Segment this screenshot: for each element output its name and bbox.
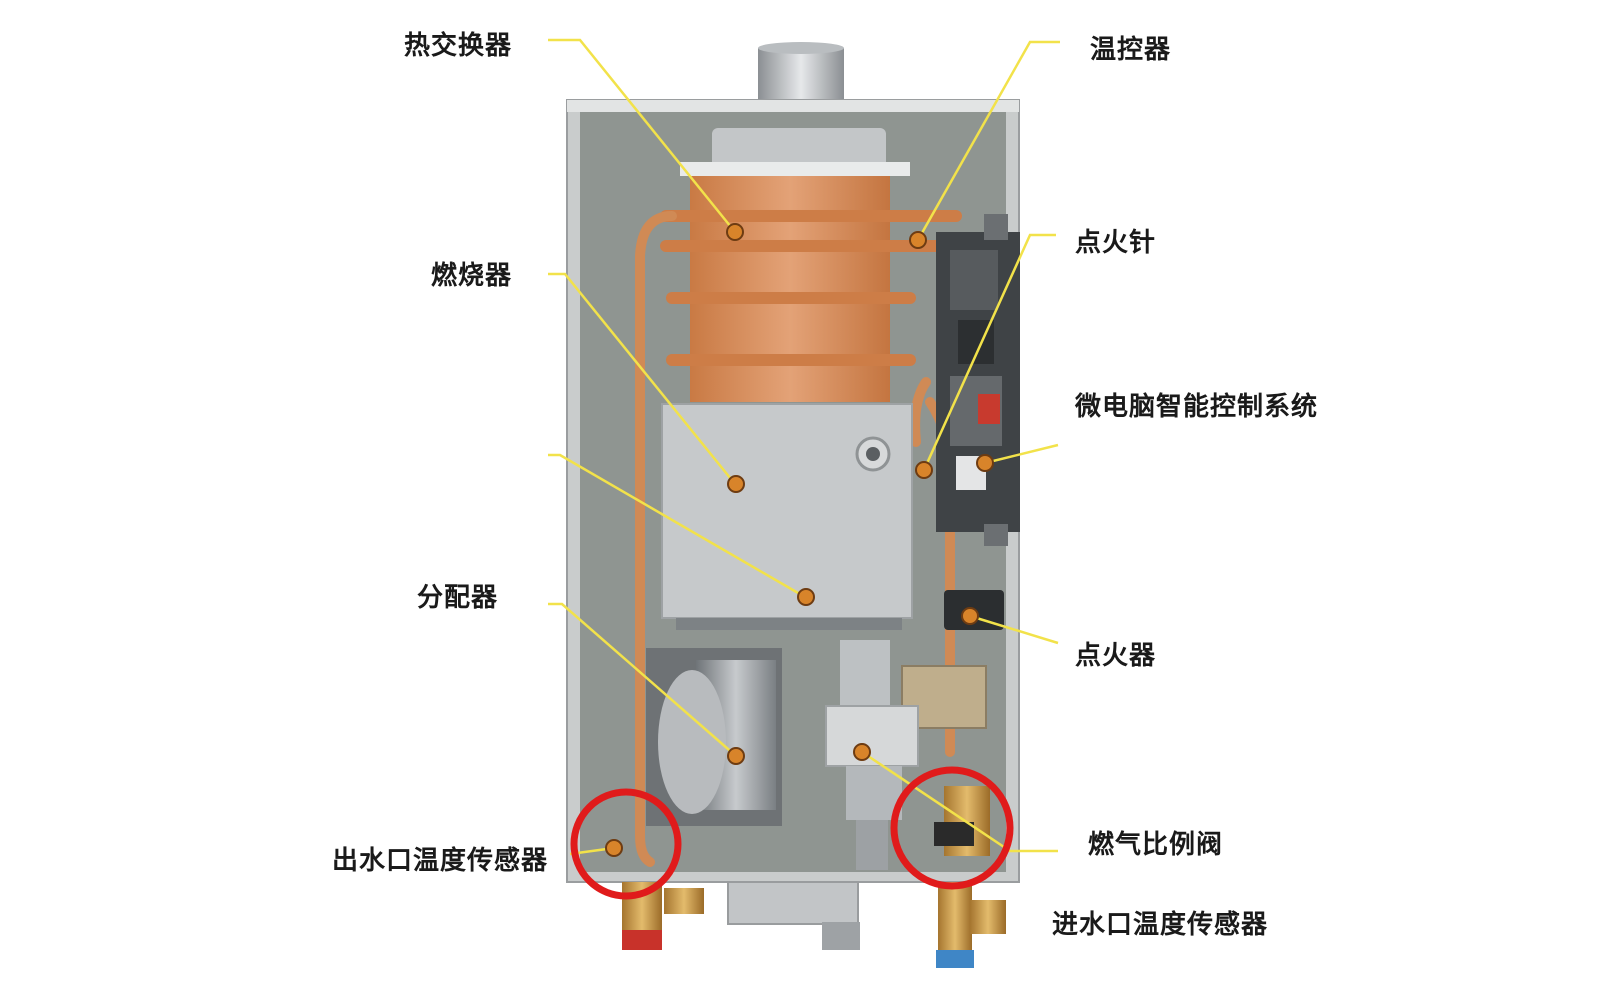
highlight-outlet-sensor <box>570 788 682 900</box>
dot-ignition-needle <box>915 461 933 479</box>
burner-box <box>661 403 913 630</box>
leader-burner <box>548 272 736 485</box>
label-distributor: 分配器 <box>416 583 498 613</box>
label-ignition-needle: 点火针 <box>1075 228 1157 258</box>
leader-distributor <box>548 453 806 599</box>
dot-outlet-sensor <box>605 839 623 857</box>
bottom-bracket <box>727 881 860 950</box>
label-outlet-sensor: 出水口温度传感器 <box>331 846 548 876</box>
gas-valve-assembly <box>825 640 919 870</box>
flue-pipe <box>758 42 844 108</box>
leader-heat-exchanger <box>548 38 736 233</box>
marker-dots <box>605 223 994 857</box>
dot-heat-exchanger <box>726 223 744 241</box>
label-micro-control: 微电脑智能控制系统 <box>1075 392 1319 422</box>
leader-igniter <box>969 614 1059 645</box>
label-inlet-sensor: 进水口温度传感器 <box>1052 910 1269 940</box>
highlight-inlet-sensor <box>890 766 1014 890</box>
leader-distributor-2 <box>548 602 737 757</box>
dot-fan <box>727 747 745 765</box>
label-burner: 燃烧器 <box>430 261 512 291</box>
control-board <box>936 214 1020 546</box>
heat-exchanger <box>660 128 962 402</box>
label-heat-exchanger: 热交换器 <box>403 31 512 61</box>
dot-igniter <box>961 607 979 625</box>
dot-distributor <box>797 588 815 606</box>
label-gas-valve: 燃气比例阀 <box>1088 830 1224 860</box>
leader-ignition-needle <box>922 233 1056 471</box>
dot-thermostat <box>909 231 927 249</box>
label-igniter: 点火器 <box>1075 641 1157 671</box>
label-thermostat: 温控器 <box>1090 35 1172 65</box>
leader-micro-control <box>984 443 1059 465</box>
dot-micro-control <box>976 454 994 472</box>
dot-gas-valve <box>853 743 871 761</box>
dot-burner <box>727 475 745 493</box>
leader-thermostat <box>916 40 1060 241</box>
highlight-circles <box>570 766 1014 900</box>
